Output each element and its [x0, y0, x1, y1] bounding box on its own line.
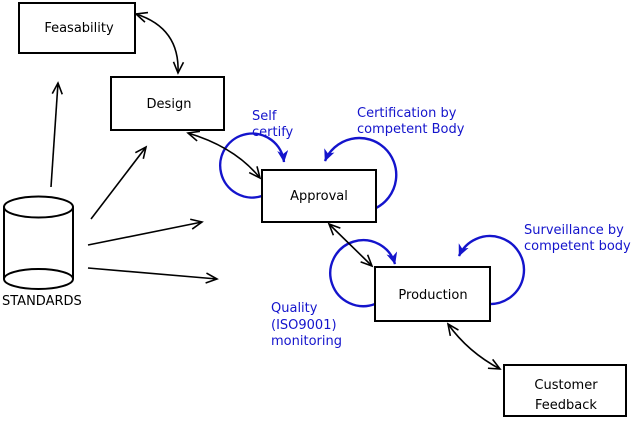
box-approval-label: Approval	[290, 189, 348, 204]
annotation-quality-line1: Quality	[271, 301, 318, 316]
box-approval: Approval	[261, 169, 377, 223]
standards-cylinder	[3, 195, 74, 290]
box-design-label: Design	[147, 97, 192, 112]
arrow-standards-design	[90, 145, 148, 220]
annotation-surveillance-line2: competent body	[524, 239, 631, 254]
annotation-quality-line2: (ISO9001)	[271, 318, 337, 333]
box-feasability: Feasability	[18, 2, 136, 54]
arrow-design-approval	[186, 130, 262, 180]
annotation-certification-line2: competent Body	[357, 122, 465, 137]
annotation-quality-line3: monitoring	[271, 334, 342, 349]
annotation-self-certify-line1: Self	[252, 109, 277, 124]
standards-label: STANDARDS	[2, 294, 82, 309]
arrow-standards-feasability	[50, 81, 63, 188]
box-customer-feedback: Customer Feedback	[503, 364, 627, 417]
box-customer-feedback-label-line2: Feedback	[535, 398, 597, 413]
loop-certification	[323, 136, 398, 210]
arrow-production-customer-feedback	[446, 322, 502, 370]
annotation-self-certify-line2: certify	[252, 125, 294, 140]
box-production: Production	[374, 266, 491, 322]
annotation-certification: Certification by competent Body	[357, 106, 465, 137]
arrow-approval-production	[327, 222, 374, 268]
loop-surveillance	[457, 234, 526, 306]
annotation-self-certify: Self certify	[252, 109, 294, 140]
box-customer-feedback-label-line1: Customer	[534, 378, 598, 393]
box-feasability-label: Feasability	[44, 21, 114, 36]
annotation-certification-line1: Certification by	[357, 106, 457, 121]
annotation-quality-monitoring: Quality (ISO9001) monitoring	[271, 301, 342, 349]
arrow-feasability-design	[134, 11, 185, 75]
arrow-standards-production	[87, 267, 219, 284]
arrow-standards-approval	[87, 218, 204, 246]
annotation-surveillance: Surveillance by competent body	[524, 223, 631, 254]
annotation-surveillance-line1: Surveillance by	[524, 223, 624, 238]
box-production-label: Production	[398, 288, 467, 303]
box-design: Design	[110, 76, 225, 131]
